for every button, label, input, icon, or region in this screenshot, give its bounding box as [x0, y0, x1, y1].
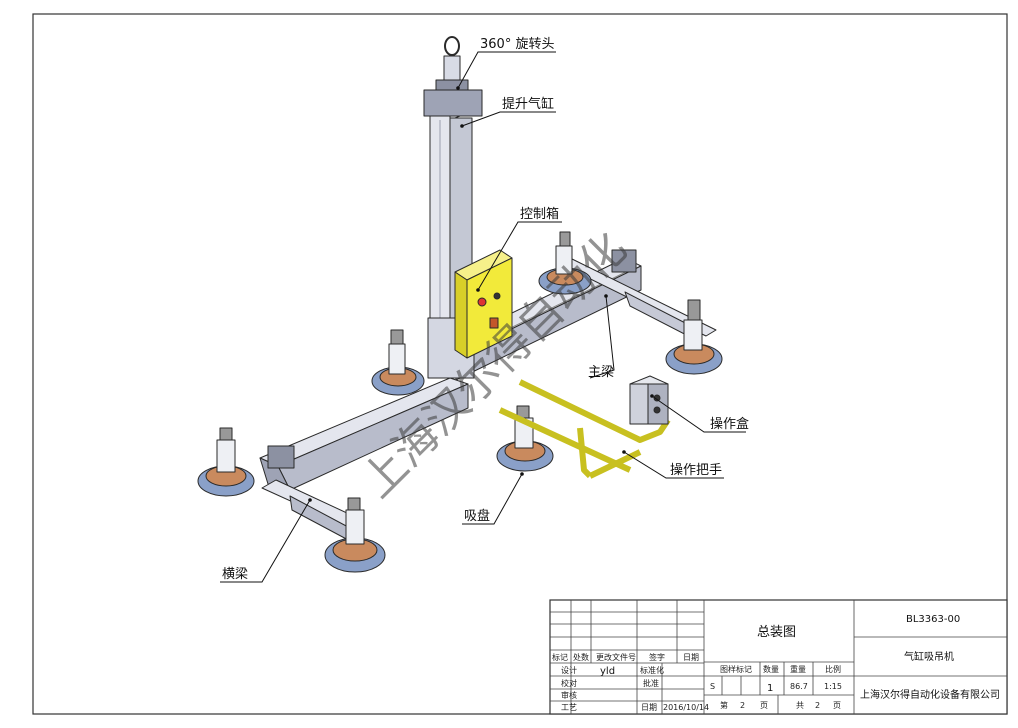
rev-header-mark: 标记 — [552, 652, 568, 662]
callout-dots — [308, 86, 654, 502]
callout-operation-handle: 操作把手 — [670, 462, 722, 478]
callout-rotary-head: 360° 旋转头 — [480, 37, 554, 52]
row-process-label: 工艺 — [561, 703, 577, 712]
rev-header-sign: 签字 — [649, 652, 665, 662]
drawing-frame — [32, 13, 1008, 715]
suction-cup-rear-right — [538, 231, 592, 295]
date-label: 日期 — [641, 703, 657, 712]
suction-cup-rear-left — [371, 329, 425, 396]
weight-value: 86.7 — [790, 682, 808, 691]
product-name: 气缸吸吊机 — [904, 650, 954, 663]
stage-mark-label: 图样标记 — [720, 664, 752, 674]
rotary-head-shape — [435, 36, 469, 91]
sheet-number: 2 — [740, 701, 745, 710]
total-suffix: 页 — [833, 701, 841, 710]
rev-header-doc: 更改文件号 — [596, 652, 636, 662]
designer-value: yld — [600, 666, 615, 677]
vacuum-lifter-illustration — [197, 36, 723, 573]
date-value: 2016/10/14 — [663, 703, 709, 712]
quantity-label: 数量 — [763, 664, 779, 674]
quantity-value: 1 — [767, 683, 773, 694]
callout-control-box: 控制箱 — [520, 206, 559, 222]
company-name: 上海汉尔得自动化设备有限公司 — [860, 688, 1000, 701]
operation-box-shape — [629, 375, 669, 425]
sheet-prefix: 第 — [720, 700, 728, 710]
callout-main-beam: 主梁 — [588, 365, 614, 380]
drawing-title: 总装图 — [757, 625, 796, 640]
callout-suction-cup: 吸盘 — [464, 508, 490, 524]
stage-value: S — [710, 682, 715, 691]
callout-lift-cylinder: 提升气缸 — [502, 96, 554, 112]
total-sheets: 2 — [815, 701, 820, 710]
bracket-right — [611, 249, 637, 273]
approve-label: 批准 — [643, 678, 659, 688]
scale-label: 比例 — [825, 664, 841, 674]
operation-handle-shape — [498, 379, 671, 479]
callout-operation-box: 操作盒 — [710, 416, 749, 432]
bracket-left — [267, 445, 295, 469]
callout-lines — [220, 51, 746, 583]
callout-cross-beam: 横梁 — [222, 567, 248, 582]
suction-cup-front-left — [324, 497, 386, 573]
sheet-suffix: 页 — [760, 701, 768, 710]
row-check-label: 校对 — [561, 678, 577, 688]
standardization-label: 标准化 — [640, 665, 664, 675]
row-design-label: 设计 — [561, 665, 577, 675]
title-block: 标记 处数 更改文件号 签字 日期 设计 yld 标准化 校对 批准 审核 工艺… — [549, 599, 1008, 715]
suction-cup-middle — [496, 405, 554, 472]
total-prefix: 共 — [796, 701, 804, 710]
scale-value: 1:15 — [824, 682, 842, 691]
rev-header-count: 处数 — [573, 652, 589, 662]
suction-cup-right — [665, 299, 723, 375]
weight-label: 重量 — [790, 664, 806, 674]
rev-header-date: 日期 — [683, 653, 699, 662]
drawing-number: BL3363-00 — [906, 614, 960, 625]
row-review-label: 审核 — [561, 690, 577, 700]
control-box-shape — [454, 249, 513, 359]
suction-cup-left — [197, 427, 255, 497]
